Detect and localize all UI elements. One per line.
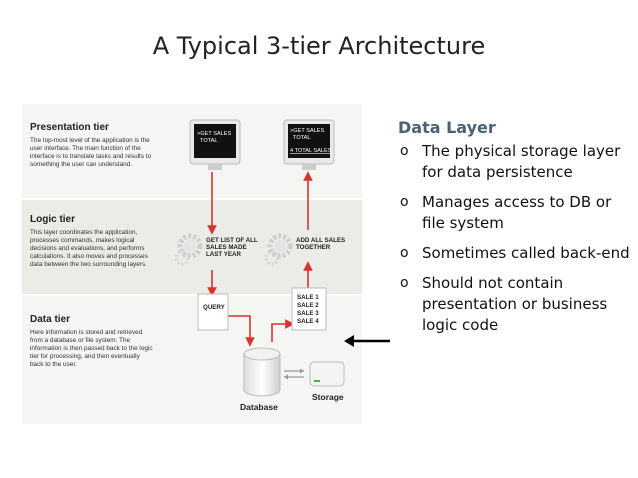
bullet-marker: o	[400, 275, 409, 291]
logic-text-line-4: calculations. It also moves and processe…	[30, 253, 148, 260]
panel-heading: Data Layer	[398, 118, 496, 137]
sales-list-note: SALE 1 SALE 2 SALE 3 SALE 4	[291, 287, 327, 331]
list-item: o Manages access to DB or file system	[398, 192, 630, 234]
logic-text-line-5: data between the two surrounding layers.	[30, 261, 147, 268]
sales-item-2: SALE 2	[297, 302, 319, 309]
data-layer-panel: Data Layer o The physical storage layer f…	[398, 118, 630, 345]
logic-label-right-line-1: ADD ALL SALES	[296, 237, 345, 244]
slide-title: A Typical 3-tier Architecture	[152, 32, 486, 60]
gear-icon	[174, 233, 203, 266]
data-text-line-2: from a database or file system. The	[30, 337, 130, 344]
storage-drive-icon	[309, 361, 345, 387]
arrow-left-icon	[344, 335, 390, 347]
arrow-database-to-sales	[271, 319, 295, 342]
bullet-text: Should not contain presentation or busin…	[422, 274, 608, 334]
logic-label-left-line-2: SALES MADE	[206, 244, 247, 251]
data-text-line-4: tier for processing, and then eventually	[30, 353, 141, 360]
list-item: o The physical storage layer for data per…	[398, 141, 630, 183]
storage-label: Storage	[312, 392, 344, 402]
sales-item-1: SALE 1	[297, 294, 319, 301]
data-text-line-3: information is then passed back to the l…	[30, 345, 153, 352]
monitor-icon: >GET SALES TOTAL 4 TOTAL SALES	[283, 119, 335, 170]
data-tier-title: Data tier	[30, 314, 70, 325]
bullet-list: o The physical storage layer for data per…	[398, 141, 630, 336]
bullet-marker: o	[400, 143, 409, 159]
right-screen-line-1: >GET SALES	[290, 128, 325, 134]
presentation-tier-title: Presentation tier	[30, 122, 109, 133]
bullet-text: Manages access to DB or file system	[422, 193, 612, 232]
database-label: Database	[240, 402, 278, 412]
data-text-line-1: Here information is stored and retrieved	[30, 329, 143, 336]
database-icon	[243, 347, 281, 397]
presentation-text-line-4: something the user can understand.	[30, 161, 132, 168]
logic-text-line-2: processes commands, makes logical	[30, 237, 134, 244]
arrow-query-to-database	[226, 315, 255, 347]
logic-label-right-line-2: TOGETHER	[296, 244, 331, 251]
logic-label-left-line-1: GET LIST OF ALL	[206, 237, 258, 244]
logic-label-left-line-3: LAST YEAR	[206, 251, 241, 258]
sales-item-3: SALE 3	[297, 310, 319, 317]
list-item: o Should not contain presentation or busi…	[398, 273, 630, 336]
presentation-text-line-3: interface is to translate tasks and resu…	[30, 153, 152, 160]
presentation-text-line-1: The top-most level of the application is…	[30, 137, 150, 144]
bullet-marker: o	[400, 194, 409, 210]
right-screen-line-3: 4 TOTAL SALES	[290, 148, 332, 154]
bullet-marker: o	[400, 245, 409, 261]
right-screen-line-2: TOTAL	[293, 135, 311, 141]
bullet-text: The physical storage layer for data pers…	[422, 142, 621, 181]
sales-item-4: SALE 4	[297, 318, 319, 325]
list-item: o Sometimes called back-end	[398, 243, 630, 264]
data-text-line-5: back to the user.	[30, 361, 77, 368]
logic-tier-title: Logic tier	[30, 214, 75, 225]
presentation-text-line-2: user interface. The main function of the	[30, 145, 141, 152]
left-screen-line-1: >GET SALES	[197, 131, 232, 137]
query-label: QUERY	[203, 304, 226, 311]
logic-text-line-3: decisions and evaluations, and performs	[30, 245, 144, 252]
three-tier-diagram: Presentation tier The top-most level of …	[22, 104, 362, 424]
query-note: QUERY	[197, 293, 229, 331]
left-screen-line-2: TOTAL	[200, 138, 218, 144]
bullet-text: Sometimes called back-end	[422, 244, 630, 262]
gear-icon	[264, 233, 293, 266]
logic-text-line-1: This layer coordinates the application,	[30, 229, 138, 236]
monitor-icon: >GET SALES TOTAL	[189, 119, 241, 170]
